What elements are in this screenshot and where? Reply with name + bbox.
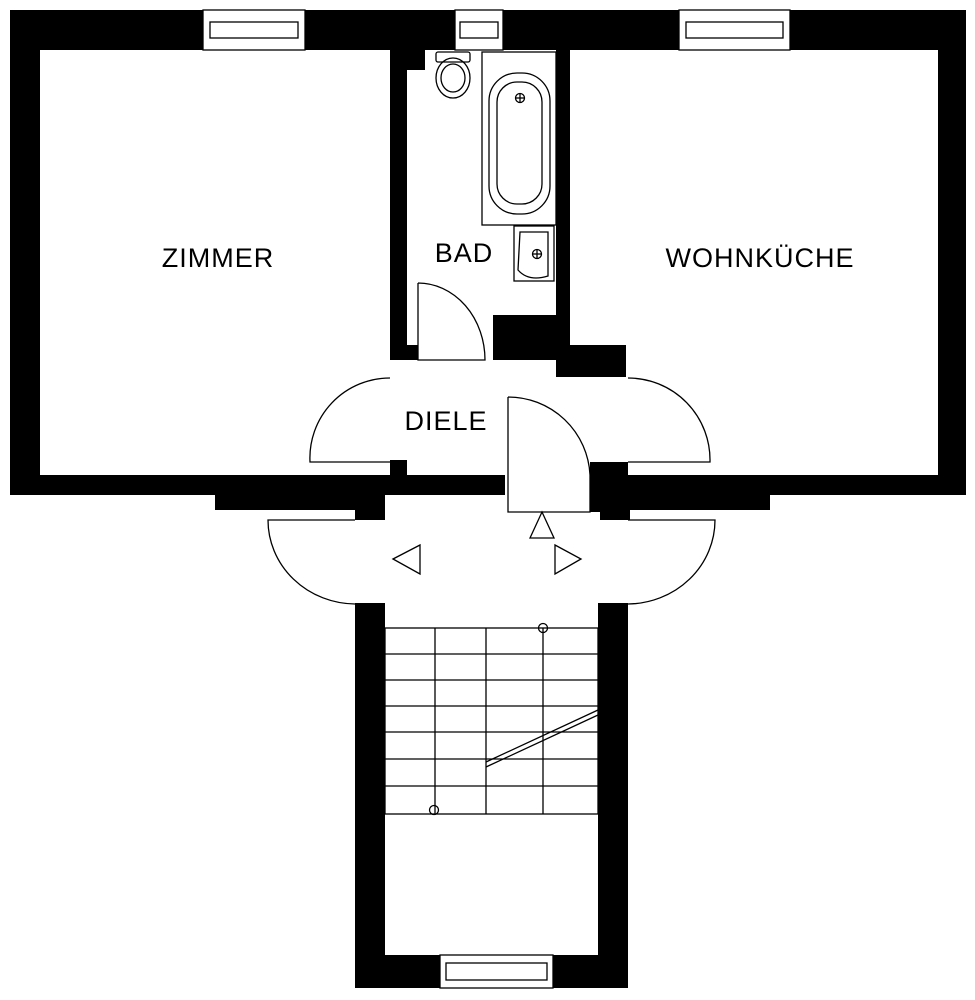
wall-top-mid-right (503, 10, 679, 50)
doors (267, 282, 716, 605)
wall-bottom-left-stub (355, 475, 385, 520)
wall-kueche-nib (556, 345, 626, 377)
door-landing-left (267, 519, 356, 605)
bathtub-icon (481, 51, 557, 226)
door-bad (417, 282, 486, 361)
wall-stair-left (355, 603, 385, 988)
window-bad (454, 9, 504, 51)
toilet-icon (435, 51, 471, 99)
wall-stair-bottom-right (553, 955, 628, 988)
room-label-bad: BAD (435, 238, 494, 268)
arrow-up-icon (528, 510, 556, 539)
wall-stair-right (598, 603, 628, 988)
room-label-wohnkueche: WOHNKÜCHE (666, 243, 855, 273)
stair-start-marker (428, 804, 440, 816)
door-diele-entrance (507, 396, 591, 513)
walls (10, 10, 966, 988)
room-label-zimmer: ZIMMER (162, 243, 274, 273)
window-stairwell (439, 954, 554, 989)
window-zimmer (202, 9, 306, 51)
wall-zimmer-bad-top (390, 45, 425, 70)
wall-bad-kueche (556, 10, 570, 360)
arrow-left-icon (391, 543, 421, 576)
wall-diele-bottom-right (590, 462, 628, 512)
window-wohnkueche (678, 9, 791, 51)
wall-top-mid-left (305, 10, 455, 50)
wall-top-left (10, 10, 203, 50)
wall-zimmer-bad-lower (390, 460, 407, 495)
wall-left (10, 10, 40, 495)
door-wohnkueche (627, 377, 711, 463)
wall-right (938, 10, 966, 495)
wall-stair-bottom-left (355, 955, 440, 988)
entrance-arrows (391, 510, 583, 576)
staircase (384, 622, 599, 816)
door-landing-right (627, 519, 716, 605)
stair-end-marker (537, 622, 549, 634)
wall-top-right (790, 10, 966, 50)
wall-zimmer-bad-nib (390, 345, 418, 360)
windows (202, 9, 791, 989)
room-label-diele: DIELE (404, 406, 487, 436)
door-zimmer (309, 377, 391, 463)
washbasin-icon (513, 225, 555, 282)
bathroom-fixtures (435, 51, 557, 282)
arrow-right-icon (554, 543, 583, 576)
wall-zimmer-bad (390, 10, 407, 360)
